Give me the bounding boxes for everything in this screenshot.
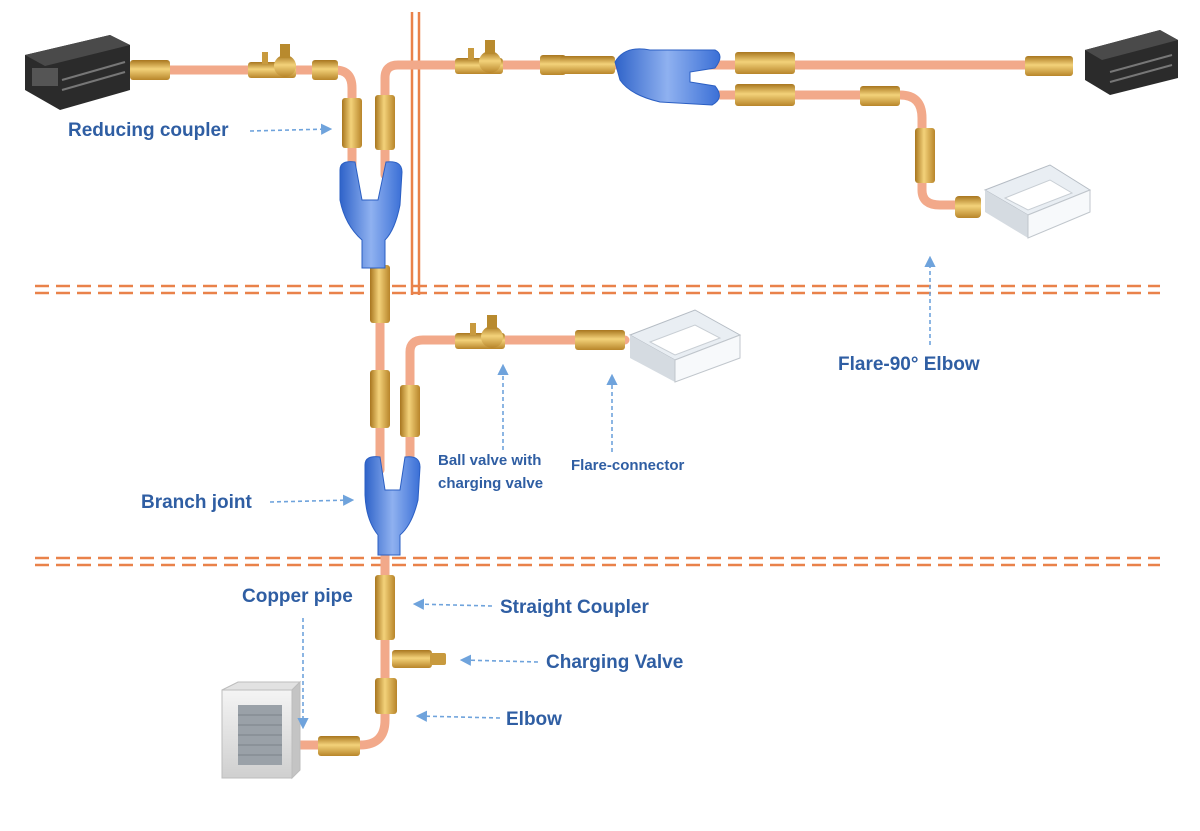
label-flare-90-elbow: Flare-90° Elbow [838, 354, 980, 375]
label-branch-joint: Branch joint [141, 492, 253, 513]
ball-valve-icon [455, 40, 503, 74]
copper-pipe-network [165, 60, 1045, 750]
branch-joint-icon [364, 456, 421, 556]
cassette-indoor-unit-icon [628, 309, 742, 383]
branch-joint-icon [339, 161, 403, 269]
ball-valve-icon [248, 44, 296, 78]
label-reducing-coupler: Reducing coupler [68, 120, 229, 141]
label-flare-connector: Flare-connector [571, 457, 685, 474]
ducted-indoor-unit-icon [1085, 30, 1178, 95]
label-straight-coupler: Straight Coupler [500, 597, 649, 618]
branch-joint-icon [614, 48, 721, 106]
label-elbow: Elbow [506, 709, 562, 730]
floor-divider-lower [35, 556, 1160, 567]
outdoor-unit-icon [221, 680, 302, 780]
wall-divider [410, 12, 421, 295]
floor-divider-upper [35, 284, 1160, 295]
label-ball-valve-line2: charging valve [438, 475, 543, 492]
coupler-icon [130, 52, 1073, 756]
label-ball-valve-line1: Ball valve with [438, 452, 541, 469]
ball-valve-icon [455, 315, 505, 349]
cassette-indoor-unit-icon [983, 164, 1092, 239]
label-copper-pipe: Copper pipe [242, 586, 353, 607]
ducted-indoor-unit-icon [25, 35, 130, 110]
label-charging-valve: Charging Valve [546, 652, 683, 673]
callout-arrows [249, 123, 936, 730]
charging-valve-icon [392, 650, 446, 668]
